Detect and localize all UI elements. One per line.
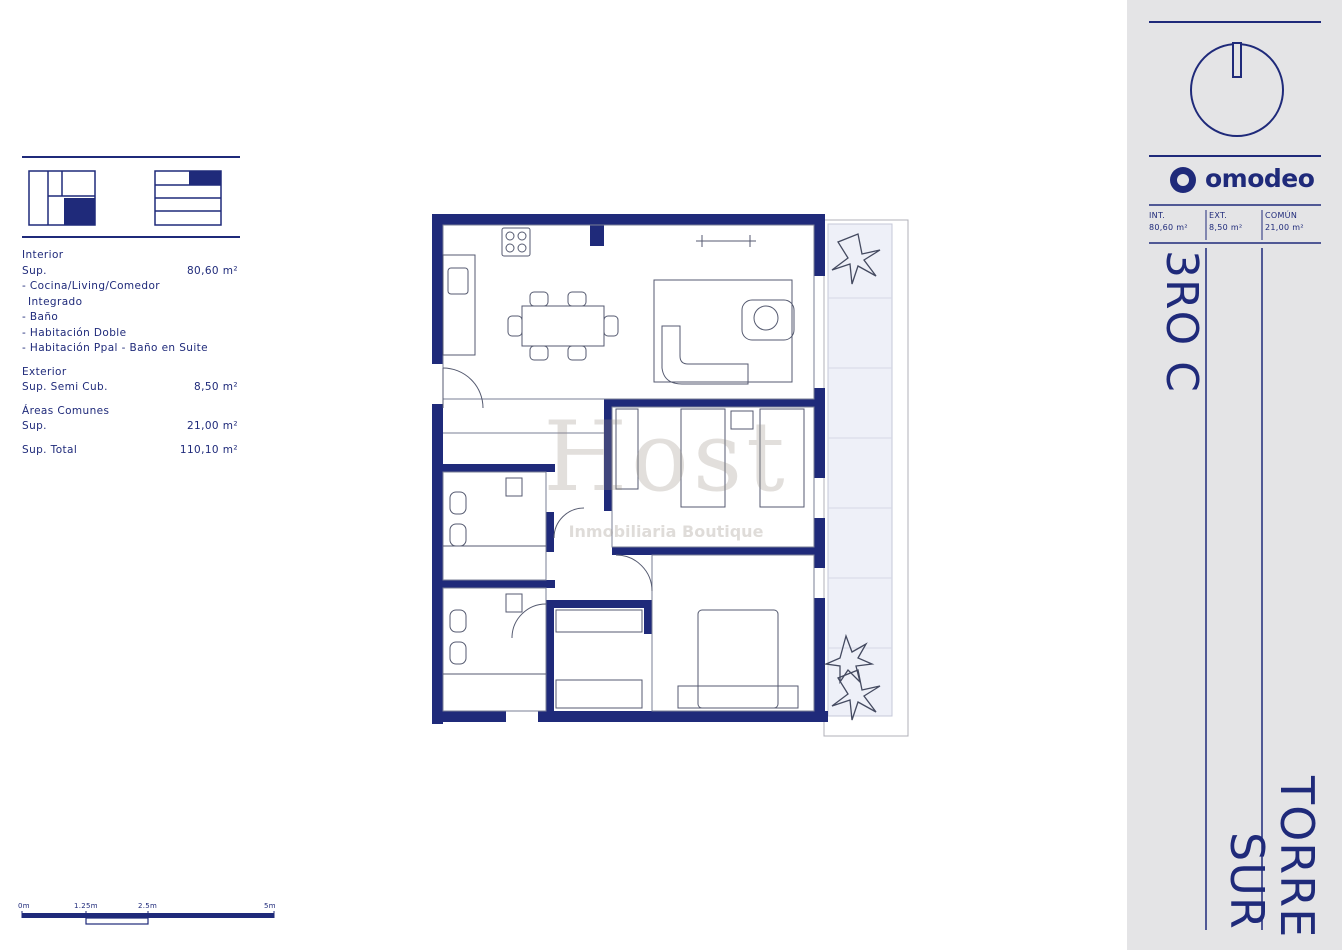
living-area [653,279,795,385]
unit-code-block: 3RO C [1142,250,1212,393]
area-label: INT. [1149,211,1166,220]
exterior-title: Exterior [22,365,67,378]
room-item: - Cocina/Living/Comedor [22,280,161,292]
room-item: - Baño [22,311,59,323]
total-label: Sup. Total [22,443,78,456]
spec-panel: Interior Sup. 80,60 m² - Cocina/Living/C… [22,156,240,458]
common-title: Áreas Comunes [22,404,110,417]
interior-sup-label: Sup. [22,264,47,277]
level-key-highlight [189,171,221,185]
exterior-sup-label: Sup. Semi Cub. [22,381,108,393]
exterior-sup-value: 8,50 m² [194,381,238,393]
common-sup-label: Sup. [22,420,47,432]
unit-code: 3RO C [1156,250,1207,393]
interior-title: Interior [22,249,64,261]
room-item: - Habitación Doble [22,326,127,339]
level-key-plan [154,170,222,226]
area-label: COMÚN [1265,211,1298,220]
master-bedroom [555,609,799,709]
exterior-sup-row: Sup. Semi Cub. 8,50 m² [22,380,240,396]
interior-sup-row: Sup. 80,60 m² [22,264,240,280]
total-row: Sup. Total 110,10 m² [22,443,240,459]
balcony [823,219,909,737]
scale-label: 1.25m [74,902,98,910]
tower-word: TORRE [1270,776,1324,939]
bathroom-fixtures [443,477,546,675]
scale-label: 0m [18,902,30,910]
scale-graphic [21,911,275,925]
area-int: INT. 80,60 m² [1149,210,1188,234]
info-panel: omodeo INT. 80,60 m² EXT. 8,50 m² COMÚN … [1127,0,1342,950]
area-ext: EXT. 8,50 m² [1209,210,1242,234]
area-value: 80,60 m² [1149,223,1188,232]
area-value: 8,50 m² [1209,223,1243,232]
total-value: 110,10 m² [179,443,238,456]
brand-mark-icon [1170,167,1196,193]
area-label: EXT. [1209,211,1228,220]
north-compass-icon [1190,42,1284,137]
double-bedroom [615,408,805,508]
mid-rule [22,236,240,238]
tower-side: SUR [1220,832,1274,930]
floor-key-highlight [64,198,95,225]
area-value: 21,00 m² [1265,223,1304,232]
info-panel-lines [1149,21,1321,930]
tower-block: TORRE SUR [1197,770,1327,938]
floor-plan [426,208,916,744]
common-sup-row: Sup. 21,00 m² [22,419,240,435]
area-common: COMÚN 21,00 m² [1265,210,1304,234]
walls [432,214,828,724]
floor-plan-drawing [432,214,909,737]
room-item: - Habitación Ppal - Baño en Suite [22,342,209,354]
plant-icons [823,233,881,721]
scale-label: 5m [264,902,276,910]
key-plan-diagrams [28,170,222,226]
dining-table [507,291,619,361]
key-plans [22,158,240,236]
scale-bar: 0m 1.25m 2.5m 5m [18,902,280,932]
common-sup-value: 21,00 m² [186,420,238,432]
brand-logo: omodeo [1167,162,1317,198]
room-item: Integrado [28,295,83,308]
interior-sup-value: 80,60 m² [186,264,238,277]
top-rule [22,156,240,158]
scale-label: 2.5m [138,902,158,910]
kitchen [442,227,756,356]
doors [442,367,653,639]
brand-name: omodeo [1205,164,1315,193]
